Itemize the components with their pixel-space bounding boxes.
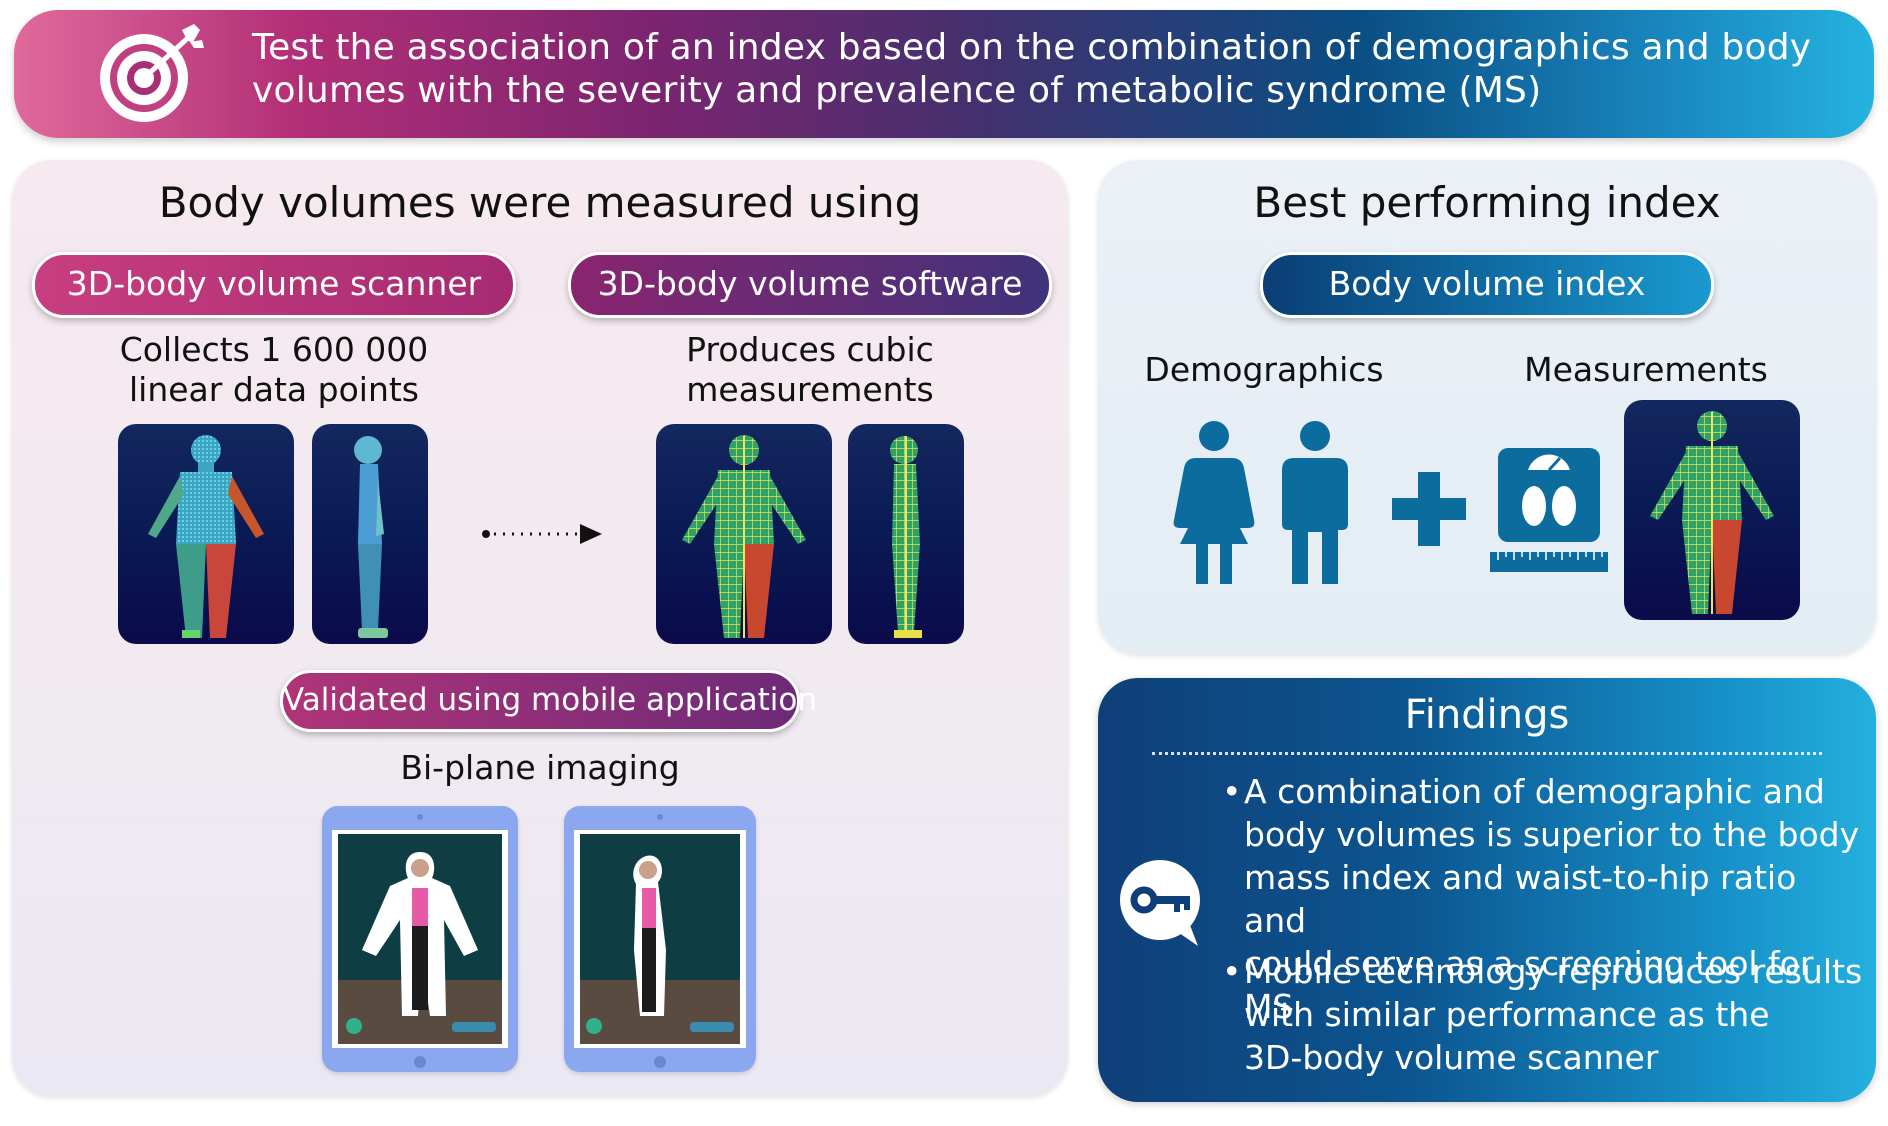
plus-icon — [1392, 472, 1466, 546]
validation-pill: Validated using mobile application — [280, 670, 817, 732]
objective-text: Test the association of an index based o… — [252, 27, 1812, 111]
scanner-desc-line1: Collects 1 600 000 — [119, 330, 429, 369]
software-desc-line2: measurements — [686, 370, 934, 409]
tablet-front — [322, 806, 518, 1072]
tablet-home-button — [654, 1056, 666, 1068]
scanner-front-image — [118, 424, 294, 644]
biplane-caption: Bi-plane imaging — [400, 748, 680, 787]
finding-1-line-4: could serve as a screening tool for MS — [1244, 944, 1814, 1026]
tablet-camera — [417, 814, 423, 820]
software-desc-line1: Produces cubic — [686, 330, 934, 369]
finding-2-line-2: with similar performance as the — [1244, 995, 1770, 1034]
finding-1-line-1: A combination of demographic and — [1244, 772, 1825, 811]
index-panel-title: Best performing index — [1253, 178, 1721, 227]
bullet-mark: • — [1222, 952, 1242, 991]
finding-2-line-1: Mobile technology reproduces results — [1244, 952, 1863, 991]
finding-item-1: • A combination of demographic and body … — [1222, 770, 1864, 1028]
findings-divider — [1152, 752, 1822, 755]
findings-title: Findings — [1404, 692, 1570, 738]
process-arrow — [480, 522, 604, 546]
man-icon — [1278, 420, 1352, 588]
key-speech-icon — [1116, 858, 1208, 950]
demographics-label: Demographics — [1144, 350, 1384, 389]
tablet-side — [564, 806, 756, 1072]
body-volume-index-pill: Body volume index — [1260, 252, 1714, 318]
finding-2-line-3: 3D-body volume scanner — [1244, 1038, 1659, 1077]
software-front-image — [656, 424, 832, 644]
target-icon — [94, 22, 212, 126]
software-pill: 3D-body volume software — [568, 252, 1052, 318]
scanner-side-image — [312, 424, 428, 644]
scale-ruler-icon — [1490, 446, 1608, 574]
tablet-front-screen — [332, 830, 508, 1048]
objective-banner — [14, 10, 1874, 138]
finding-1-line-3: mass index and waist-to-hip ratio and — [1244, 858, 1797, 940]
scanner-desc-line2: linear data points — [128, 370, 419, 409]
tablet-home-button — [414, 1056, 426, 1068]
measurements-label: Measurements — [1524, 350, 1768, 389]
tablet-side-screen — [574, 830, 746, 1048]
woman-icon — [1172, 420, 1256, 588]
finding-1-line-2: body volumes is superior to the body — [1244, 815, 1860, 854]
findings-panel — [1098, 678, 1876, 1102]
software-side-image — [848, 424, 964, 644]
tablet-camera — [657, 814, 663, 820]
finding-item-2: • Mobile technology reproduces results w… — [1222, 950, 1864, 1079]
measurement-panel-title: Body volumes were measured using — [158, 178, 922, 227]
scanner-pill: 3D-body volume scanner — [32, 252, 516, 318]
bullet-mark: • — [1222, 772, 1242, 811]
measurement-mesh-image — [1624, 400, 1800, 620]
